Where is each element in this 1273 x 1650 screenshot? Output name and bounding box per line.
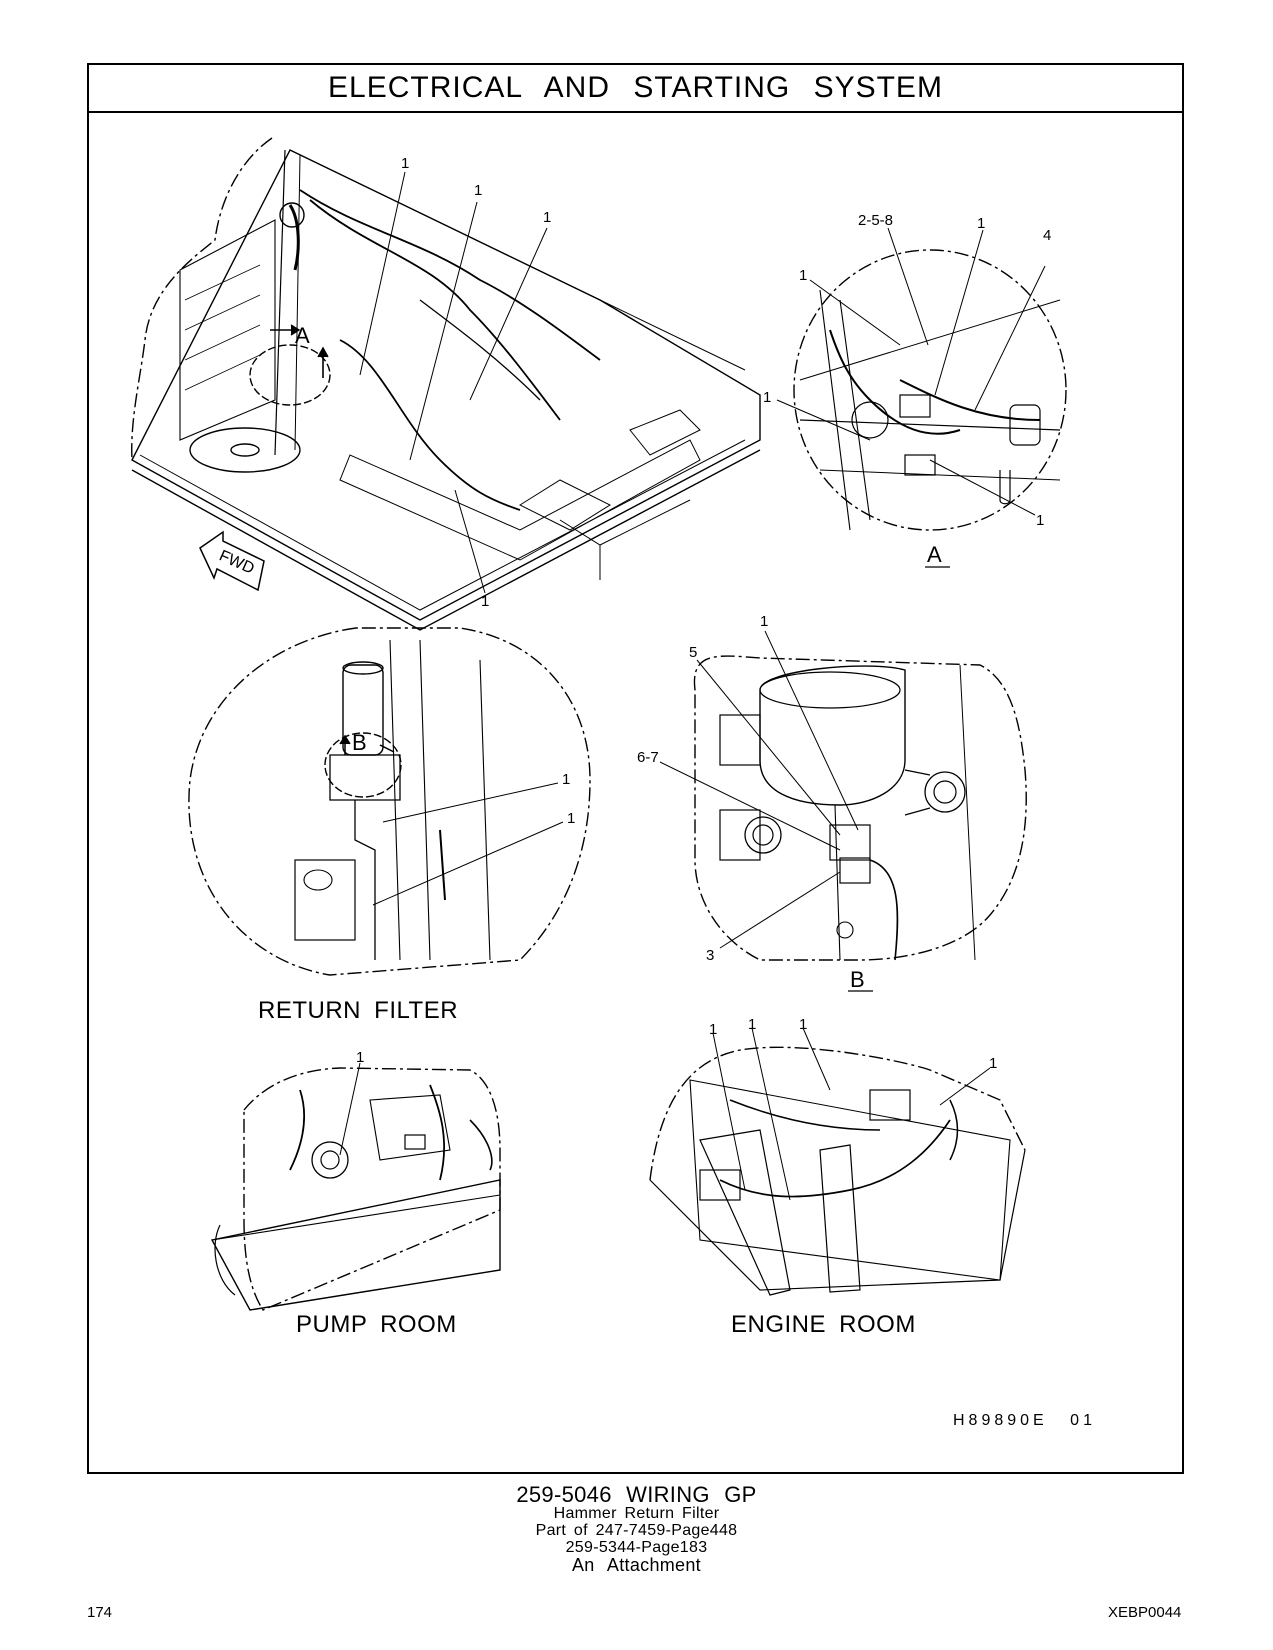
illustration-reference: H89890E 01: [953, 1412, 1096, 1429]
pump-room-view: [210, 1062, 501, 1311]
return-filter-view: [188, 627, 591, 976]
callout-main-1b: 1: [474, 182, 482, 199]
engine-room-label: ENGINE ROOM: [731, 1311, 916, 1338]
callout-b-1: 1: [760, 613, 768, 630]
main-isometric-view: [131, 137, 761, 631]
callout-rf-1a: 1: [562, 771, 570, 788]
pump-room-label: PUMP ROOM: [296, 1311, 457, 1338]
engine-room-view: [649, 1027, 1026, 1296]
detail-a-view: [776, 227, 1067, 568]
footer-line-3: Part of 247-7459-Page448: [535, 1521, 738, 1539]
callout-rf-1b: 1: [567, 810, 575, 827]
callout-a-1a: 1: [977, 215, 985, 232]
detail-b-letter: B: [850, 967, 865, 992]
callout-engine-1b: 1: [748, 1016, 756, 1033]
footer-line-5: An Attachment: [572, 1555, 701, 1576]
callout-main-1a: 1: [401, 155, 409, 172]
callout-engine-1d: 1: [989, 1055, 997, 1072]
title-bar: ELECTRICAL AND STARTING SYSTEM: [89, 65, 1182, 113]
part-number-title: 259-5046 WIRING GP: [516, 1482, 757, 1507]
callout-a-1c: 1: [763, 389, 771, 406]
page-frame: ELECTRICAL AND STARTING SYSTEM: [87, 63, 1184, 1474]
callout-a-1d: 1: [1036, 512, 1044, 529]
callout-engine-1c: 1: [799, 1016, 807, 1033]
callout-engine-1a: 1: [709, 1021, 717, 1038]
footer-line-4: 259-5344-Page183: [565, 1538, 708, 1556]
detail-marker-a: A: [295, 323, 310, 348]
page-title: ELECTRICAL AND STARTING SYSTEM: [328, 71, 943, 104]
footer-line-2: Hammer Return Filter: [553, 1505, 720, 1523]
fwd-arrow-label: FWD: [216, 547, 256, 577]
callout-a-1b: 1: [799, 267, 807, 284]
callout-pump-1: 1: [356, 1049, 364, 1066]
footer-caption: 259-5046 WIRING GP Hammer Return Filter …: [0, 1483, 1273, 1575]
callout-main-1d: 1: [481, 593, 489, 610]
return-filter-label: RETURN FILTER: [258, 997, 459, 1024]
callout-b-5: 5: [689, 644, 697, 661]
detail-b-view: [659, 630, 1027, 992]
detail-marker-b: B: [352, 730, 367, 755]
callout-b-6-7: 6-7: [637, 749, 659, 766]
callout-a-2-5-8: 2-5-8: [858, 212, 893, 229]
page-number: 174: [87, 1604, 113, 1621]
detail-a-letter: A: [927, 542, 942, 567]
callout-main-1c: 1: [543, 209, 551, 226]
callout-b-3: 3: [706, 947, 714, 964]
callout-a-4: 4: [1043, 227, 1051, 244]
document-id: XEBP0044: [1108, 1604, 1182, 1621]
